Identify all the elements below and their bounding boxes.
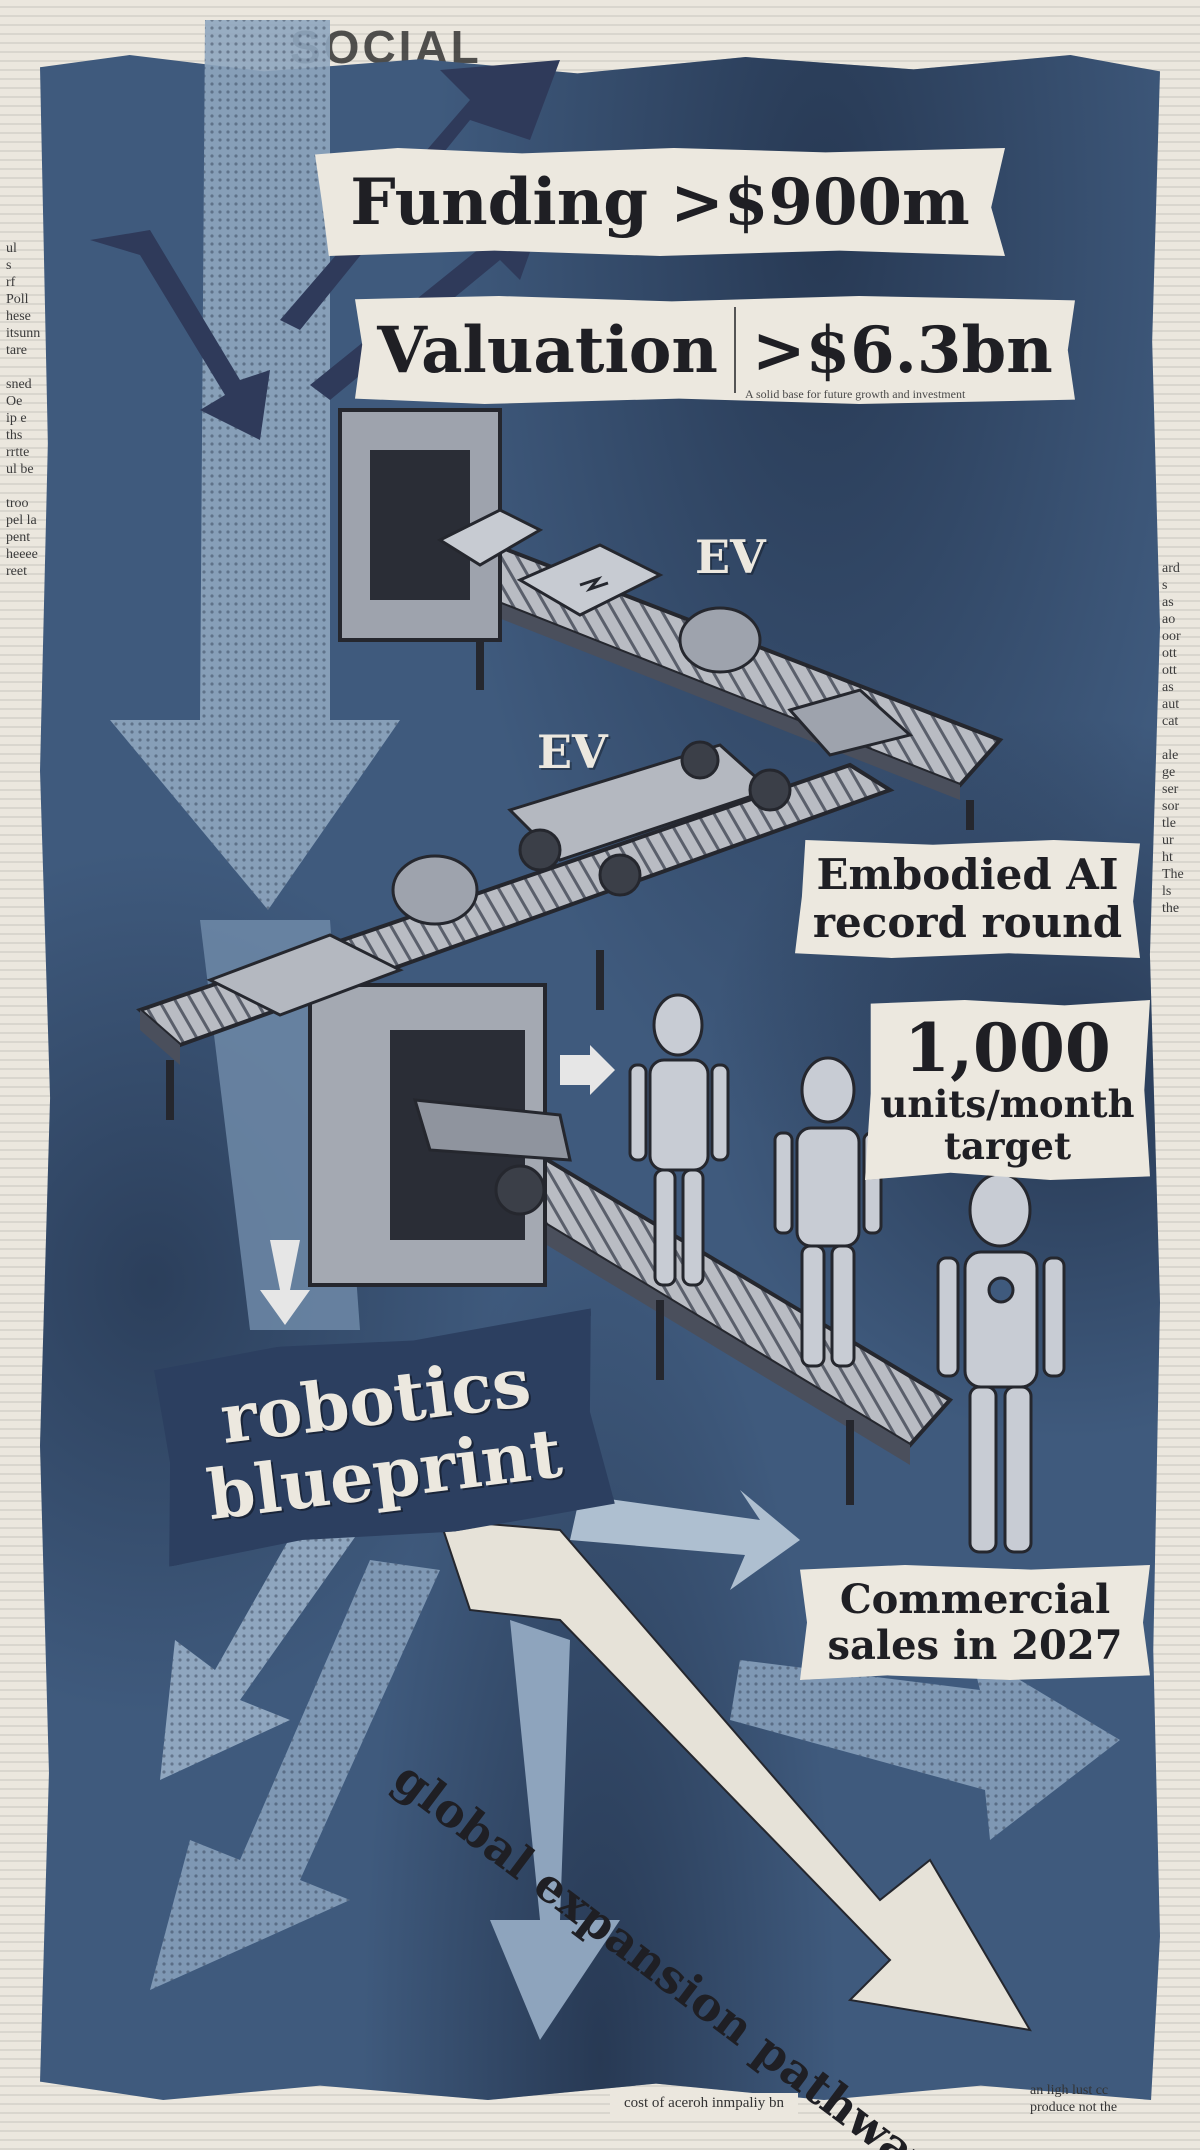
units-number: 1,000 [904,1009,1111,1087]
embodied-ai-label: Embodied AI record round [795,840,1140,958]
newsprint-footer: cost of aceroh inmpaliy bn [610,2093,798,2114]
expansion-arrows [150,1490,1120,2040]
valuation-caption: A solid base for future growth and inves… [745,387,966,401]
robot-3 [936,1172,1066,1554]
ev-label-middle: EV [537,725,608,779]
valuation-divider [733,307,736,393]
conveyor-legs [166,630,974,1505]
commercial-sales-label: Commercial sales in 2027 [800,1565,1150,1680]
valuation-value: >$6.3bn [751,312,1053,388]
valuation-label: Valuation >$6.3bn [355,296,1075,404]
commercial-line-2: sales in 2027 [827,1621,1123,1669]
valuation-word: Valuation [377,312,718,388]
belt-items [206,508,914,1216]
newsprint-column-left: ul s rf Poll hese itsunn tare sned Oe ip… [6,241,41,579]
robot-2 [773,1056,883,1368]
commercial-line-1: Commercial [839,1575,1111,1623]
robot-1 [628,993,730,1287]
units-line-2: units/month [880,1082,1135,1126]
units-target-label: 1,000 units/month target [865,1000,1150,1180]
ev-label-top: EV [695,530,766,584]
units-line-3: target [943,1124,1072,1168]
newsprint-column-right: ard s as ao oor ott ott as aut cat ale g… [1162,561,1184,916]
newsprint-footer-right: an ligh lust cc produce not the [1030,2083,1118,2115]
embodied-line-2: record round [812,898,1123,947]
process-arrows [260,1045,615,1325]
funding-label: Funding >$900m [315,148,1005,256]
embodied-line-1: Embodied AI [816,850,1119,899]
